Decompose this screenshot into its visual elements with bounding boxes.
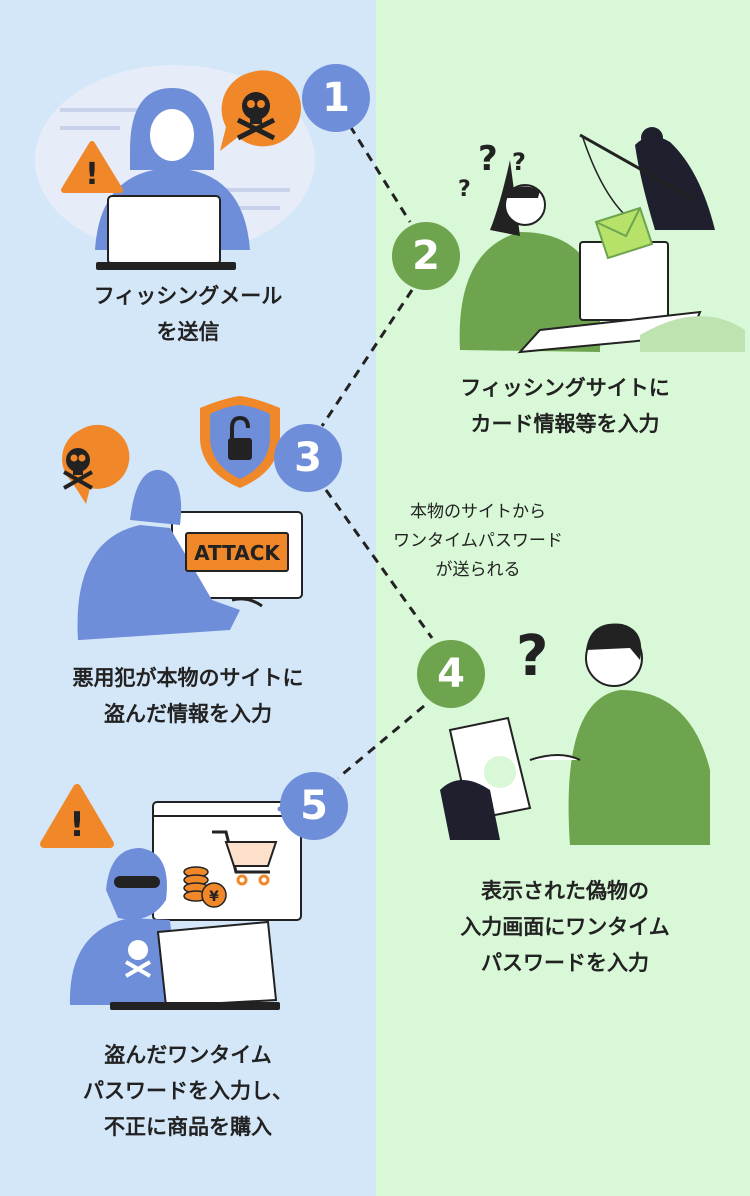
svg-text:ATTACK: ATTACK	[194, 541, 281, 565]
connector-3-4	[324, 489, 434, 639]
shopping-cart-icon	[212, 830, 278, 886]
note-line: が送られる	[435, 560, 521, 580]
step-3-caption: 悪用犯が本物のサイトに 盗んだ情報を入力	[28, 660, 348, 732]
svg-text:?: ?	[478, 139, 498, 179]
step-5-badge: 5	[280, 772, 348, 840]
step-5-caption-line: 盗んだワンタイム	[104, 1043, 272, 1067]
phisher-fishing	[579, 127, 715, 230]
connector-1-2	[348, 125, 412, 223]
shopping-browser-window	[152, 801, 302, 921]
step-1-caption: フィッシングメール を送信	[48, 278, 328, 350]
step-3-badge: 3	[274, 424, 342, 492]
question-mark-icon: ? ? ?	[458, 139, 526, 202]
svg-text:?: ?	[458, 177, 471, 202]
criminal-at-monitor: ATTACK	[77, 469, 303, 640]
step-1-caption-line: を送信	[156, 320, 220, 344]
note-line: 本物のサイトから	[410, 502, 546, 522]
step-1-caption-line: フィッシングメール	[93, 284, 283, 308]
step-5-caption-line: パスワードを入力し、	[83, 1079, 293, 1103]
step-2-caption: フィッシングサイトに カード情報等を入力	[420, 370, 710, 442]
lock-shield-icon	[200, 396, 280, 488]
svg-text:?: ?	[512, 148, 526, 176]
connector-4-5	[337, 704, 425, 780]
step-1-badge: 1	[302, 64, 370, 132]
note-line: ワンタイムパスワード	[393, 531, 563, 551]
step-4-caption-line: パスワードを入力	[481, 951, 649, 975]
step-3-caption-line: 悪用犯が本物のサイトに	[72, 666, 304, 690]
step-4-caption-line: 入力画面にワンタイム	[460, 915, 670, 939]
svg-text:¥: ¥	[209, 889, 219, 905]
connector-2-3	[320, 289, 414, 427]
skull-icon	[220, 70, 301, 151]
fishing-hook-icon	[581, 134, 626, 216]
step-2-caption-line: カード情報等を入力	[470, 412, 660, 436]
step-4-badge: 4	[417, 640, 485, 708]
step-5-caption-line: 不正に商品を購入	[104, 1115, 272, 1139]
warning-icon: !	[61, 141, 123, 193]
man-with-tablet	[440, 623, 710, 845]
svg-text:!: !	[85, 157, 99, 192]
step-3-caption-line: 盗んだ情報を入力	[104, 702, 272, 726]
question-mark-icon: ?	[516, 624, 548, 689]
svg-text:!: !	[69, 805, 85, 845]
woman-with-laptop	[459, 160, 745, 354]
step-4-caption: 表示された偽物の 入力画面にワンタイム パスワードを入力	[420, 873, 710, 981]
step-2-caption-line: フィッシングサイトに	[460, 376, 670, 400]
step-4-caption-line: 表示された偽物の	[481, 879, 649, 903]
svg-text:?: ?	[516, 624, 548, 689]
otp-sent-note: 本物のサイトから ワンタイムパスワード が送られる	[366, 498, 590, 585]
coin-stack-icon: ¥	[183, 866, 227, 908]
step-5-caption: 盗んだワンタイム パスワードを入力し、 不正に商品を購入	[48, 1037, 328, 1145]
envelope-icon	[594, 206, 654, 260]
hacker-with-laptop-5	[69, 848, 280, 1010]
step-2-badge: 2	[392, 222, 460, 290]
warning-icon: !	[40, 784, 114, 848]
skull-icon	[62, 424, 130, 504]
